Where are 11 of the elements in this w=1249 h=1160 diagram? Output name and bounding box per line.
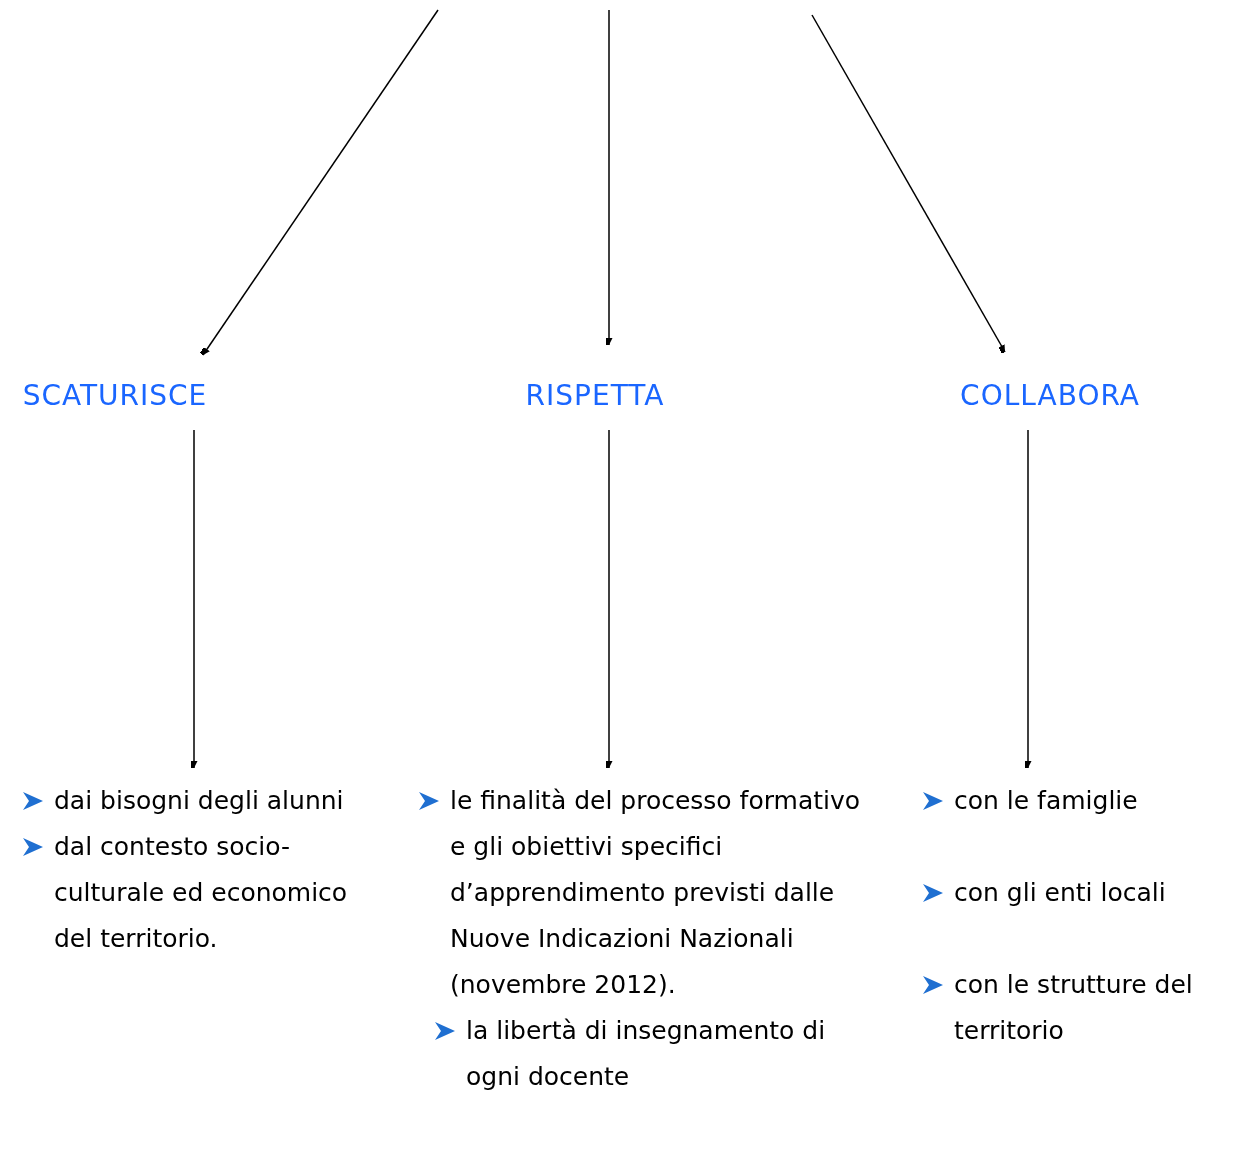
bullet-text: dal contesto socio-culturale ed economico del territorio. (54, 831, 349, 955)
bullet-text: dai bisogni degli alunni (54, 785, 344, 817)
bullet-text: con gli enti locali (954, 877, 1166, 909)
bullet-text: con le strutture del territorio (954, 969, 1194, 1047)
branch-label: COLLABORA (959, 378, 1141, 414)
branch-label: RISPETTA (524, 378, 666, 414)
bullet-text: con le famiglie (954, 785, 1138, 817)
bullet-text: la libertà di insegnamento di ogni docente (466, 1015, 827, 1093)
arrow (198, 9, 439, 358)
bullet-text: le finalità del processo formativo e gli obiettivi specifici d’apprendimento previsti dalle Nuove Indicazioni Nazionali (novembre 2012). (450, 785, 862, 1001)
branch-label: SCATURISCE (21, 378, 209, 414)
